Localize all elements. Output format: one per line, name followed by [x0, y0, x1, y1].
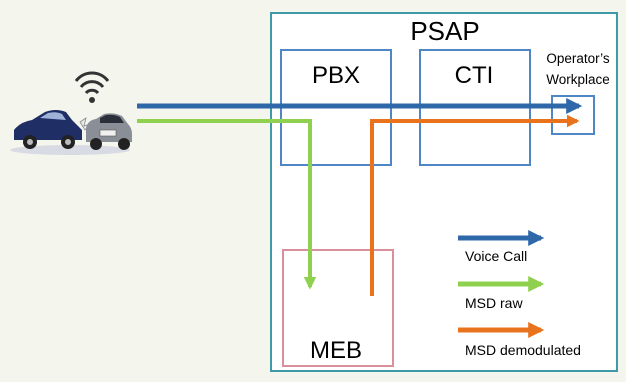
legend: Voice Call MSD raw MSD demodulated	[458, 229, 581, 358]
workplace-label-line1: Operator’s	[546, 51, 610, 66]
pbx-label: PBX	[312, 62, 360, 89]
wifi-signal-icon	[74, 71, 110, 103]
msd-demodulated-arrow	[370, 114, 580, 296]
meb-box	[282, 249, 394, 367]
msd-raw-arrow	[137, 119, 317, 290]
meb-label: MEB	[310, 337, 362, 364]
cti-label: CTI	[455, 62, 494, 89]
workplace-box	[551, 95, 595, 135]
psap-box	[270, 12, 618, 372]
workplace-label-line2: Workplace	[546, 72, 610, 87]
legend-voice-call-label: Voice Call	[465, 248, 527, 264]
psap-label: PSAP	[410, 16, 479, 46]
car-crash-icon	[10, 110, 132, 155]
legend-msd-demodulated-label: MSD demodulated	[465, 342, 581, 358]
legend-msd-raw-label: MSD raw	[465, 295, 523, 311]
